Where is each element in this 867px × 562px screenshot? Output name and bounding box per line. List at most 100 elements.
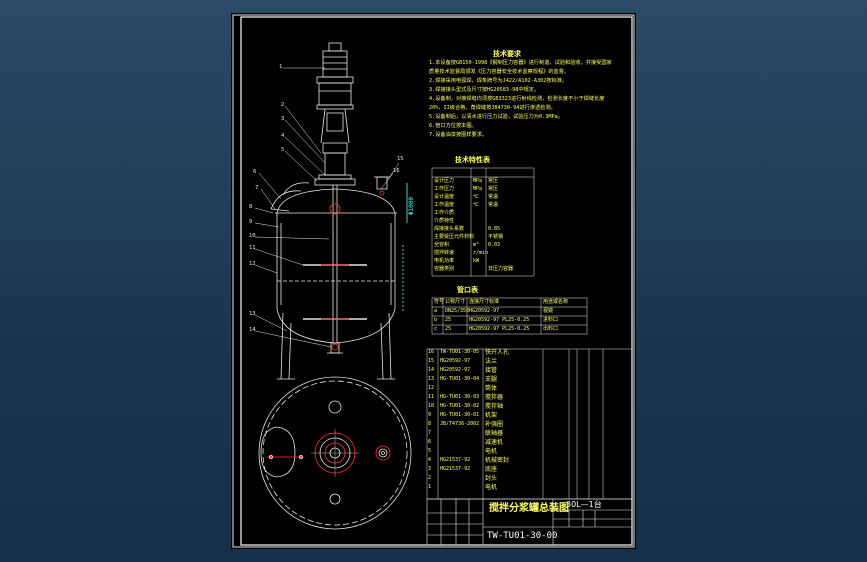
part-cell: TW-TU01-30-05 bbox=[440, 349, 480, 355]
spec-cell: 常压 bbox=[488, 186, 499, 192]
nozzle-cell: DN25/350 bbox=[445, 308, 470, 314]
spec-cell: 容器类别 bbox=[434, 266, 455, 272]
part-cell: 法兰 bbox=[485, 358, 498, 365]
spec-cell: 介质特性 bbox=[434, 218, 455, 224]
spec-cell: 电机功率 bbox=[434, 258, 455, 264]
dimension-label: Φ1000 bbox=[408, 197, 415, 216]
spec-cell: 焊接接头系数 bbox=[434, 226, 465, 232]
nozzle-cell: 25 bbox=[445, 317, 452, 323]
tech-req-line: 1.本设备按GB150-1998《钢制压力容器》进行制造、试验和验收，并接受国家 bbox=[429, 60, 612, 66]
spec-cell: ℃ bbox=[473, 202, 479, 208]
spec-cell: 主要受压元件材料 bbox=[434, 234, 475, 240]
nozzle-cell: 视镜 bbox=[543, 308, 554, 314]
outer-border bbox=[232, 14, 635, 548]
part-cell: 10 bbox=[428, 403, 435, 409]
spec-cell: m³ bbox=[473, 242, 480, 248]
callout-number: 14 bbox=[249, 327, 256, 333]
callout-number: 5 bbox=[281, 147, 285, 153]
part-cell: HG-TU01-30-04 bbox=[440, 376, 480, 382]
part-cell: 2 bbox=[428, 475, 432, 481]
spec-cell: 0.03 bbox=[488, 242, 501, 248]
spec-cell: MPa bbox=[473, 178, 483, 184]
callout-number: 15 bbox=[397, 156, 404, 162]
nozzle-cell: 25 bbox=[445, 326, 452, 332]
nozzle-header-cell: 连接尺寸标准 bbox=[469, 299, 500, 305]
vessel-elevation-view bbox=[254, 42, 408, 380]
nozzle-cell: HG20592-97 PL25-0.25 bbox=[469, 317, 530, 323]
part-cell: HG21537-92 bbox=[440, 457, 471, 463]
drawing-canvas bbox=[232, 14, 635, 548]
part-cell: 封头 bbox=[485, 475, 498, 482]
nozzle-header-cell: 符号 bbox=[434, 299, 445, 305]
part-cell: 底座 bbox=[485, 466, 498, 473]
mechanical-seal bbox=[324, 152, 346, 176]
spec-cell: MPa bbox=[473, 186, 483, 192]
nozzle-cell: 进料口 bbox=[543, 317, 559, 323]
part-cell: 1 bbox=[428, 484, 432, 490]
plan-outer-circle bbox=[258, 376, 412, 530]
spec-cell: 工作温度 bbox=[434, 202, 455, 208]
spec-cell: 不锈钢 bbox=[488, 234, 504, 240]
callout-number: 9 bbox=[249, 219, 253, 225]
quantity-label: 30L—1台 bbox=[566, 500, 602, 509]
tech-req-line: 质量技术监督局颁发《压力容器安全技术监察规程》的监督。 bbox=[429, 69, 570, 75]
part-cell: HG-TU01-30-01 bbox=[440, 412, 480, 418]
motor-body bbox=[322, 50, 348, 78]
part-cell: 13 bbox=[428, 376, 435, 382]
tech-req-title: 技术要求 bbox=[493, 50, 521, 58]
callout-number: 8 bbox=[249, 204, 253, 210]
nozzle-table-title: 管口表 bbox=[457, 286, 478, 294]
tech-req-line: 4.设备制，对接焊缝均须按GB3323进行射线检测，检测长度不小于焊缝长度 bbox=[429, 96, 605, 102]
vessel-plan-view bbox=[258, 376, 412, 530]
part-cell: HG21537-92 bbox=[440, 466, 471, 472]
part-cell: 6 bbox=[428, 439, 432, 445]
tech-req-line: 7.设备油漆按图样要求。 bbox=[429, 132, 488, 138]
spec-cell: 常温 bbox=[488, 202, 499, 208]
spec-cell: 设计压力 bbox=[434, 178, 455, 184]
spec-cell: 常压 bbox=[488, 178, 499, 184]
part-cell: 14 bbox=[428, 367, 435, 373]
nozzle-header-cell: 用途或名称 bbox=[543, 299, 569, 305]
manhole-plan bbox=[260, 426, 296, 478]
support-leg bbox=[280, 312, 284, 380]
part-cell: 搅拌轴 bbox=[485, 403, 504, 410]
spec-cell: 工作介质 bbox=[434, 210, 455, 216]
nozzle-cell: 出料口 bbox=[543, 326, 559, 332]
part-cell: JB/T4736-2002 bbox=[440, 421, 480, 427]
callout-number: 10 bbox=[249, 233, 256, 239]
drawing-sheet[interactable]: 技术要求 1.本设备按GB150-1998《钢制压力容器》进行制造、试验和验收，… bbox=[231, 13, 636, 549]
top-head bbox=[276, 188, 396, 214]
spec-cell: r/min bbox=[473, 250, 489, 256]
part-cell: 接管 bbox=[485, 367, 498, 374]
part-cell: 11 bbox=[428, 394, 435, 400]
part-cell: 5 bbox=[428, 448, 432, 454]
callout-number: 7 bbox=[255, 185, 259, 191]
callout-number: 3 bbox=[281, 116, 285, 122]
callout-number: 1 bbox=[279, 64, 283, 70]
part-cell: 4 bbox=[428, 457, 432, 463]
part-cell: 7 bbox=[428, 430, 432, 436]
part-cell: HG20592-97 bbox=[440, 358, 471, 364]
part-cell: 电机 bbox=[485, 484, 498, 491]
part-cell: 机械密封 bbox=[485, 457, 510, 464]
nozzle-cell: c bbox=[434, 326, 438, 332]
callout-number: 16 bbox=[393, 168, 400, 174]
part-cell: 8 bbox=[428, 421, 432, 427]
part-cell: 机架 bbox=[485, 412, 498, 419]
spec-cell: ℃ bbox=[473, 194, 479, 200]
part-cell: 3 bbox=[428, 466, 432, 472]
tech-spec-table bbox=[431, 167, 535, 277]
part-cell: 9 bbox=[428, 412, 432, 418]
part-cell: 12 bbox=[428, 385, 435, 391]
spec-cell: 搅拌转速 bbox=[434, 250, 455, 256]
spec-cell: 常温 bbox=[488, 194, 499, 200]
part-cell: 电机 bbox=[485, 448, 498, 455]
callout-number: 2 bbox=[281, 102, 285, 108]
part-cell: 搅拌器 bbox=[485, 394, 504, 401]
nozzle-header-cell: 公称尺寸 bbox=[445, 299, 466, 305]
part-cell: HG20592-97 bbox=[440, 367, 471, 373]
tech-req-line: 5.设备制后，以清水进行压力试验，试验压力为0.3MPa。 bbox=[429, 114, 563, 120]
title-block bbox=[426, 498, 633, 546]
spec-cell: 0.85 bbox=[488, 226, 501, 232]
callout-number: 11 bbox=[249, 245, 256, 251]
